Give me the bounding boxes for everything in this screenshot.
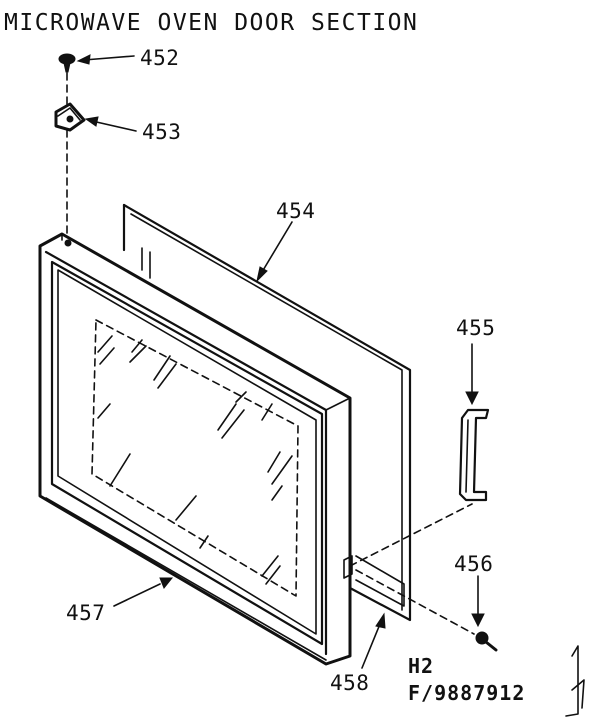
label-454: 454 xyxy=(276,199,315,223)
part-457-door-frame xyxy=(38,232,352,666)
part-458-hinge-strip xyxy=(343,555,353,579)
part-455-latch xyxy=(458,408,490,502)
leader-458 xyxy=(361,612,386,669)
leader-456 xyxy=(471,575,485,628)
label-458: 458 xyxy=(330,671,369,695)
leader-457 xyxy=(113,577,174,607)
label-455: 455 xyxy=(456,316,495,340)
diagram-title: MICROWAVE OVEN DOOR SECTION xyxy=(4,10,418,36)
part-456-screw xyxy=(475,631,498,652)
leader-454 xyxy=(256,221,293,283)
part-454-door-panel xyxy=(122,203,412,622)
assembly-line-screw xyxy=(355,569,475,635)
label-457: 457 xyxy=(66,601,105,625)
label-456: 456 xyxy=(454,552,493,576)
footer-part-number: F/9887912 xyxy=(408,681,525,705)
assembly-line-latch xyxy=(349,503,473,567)
label-452: 452 xyxy=(140,46,179,70)
part-452-screw xyxy=(58,53,76,73)
leader-453 xyxy=(84,116,137,132)
leader-455 xyxy=(465,343,479,406)
label-453: 453 xyxy=(142,120,181,144)
part-453-hinge-bracket xyxy=(54,102,86,132)
door-window-glass xyxy=(91,319,299,597)
leader-452 xyxy=(76,54,135,65)
footer-code-h2: H2 xyxy=(408,654,434,678)
corner-mark xyxy=(565,645,585,717)
